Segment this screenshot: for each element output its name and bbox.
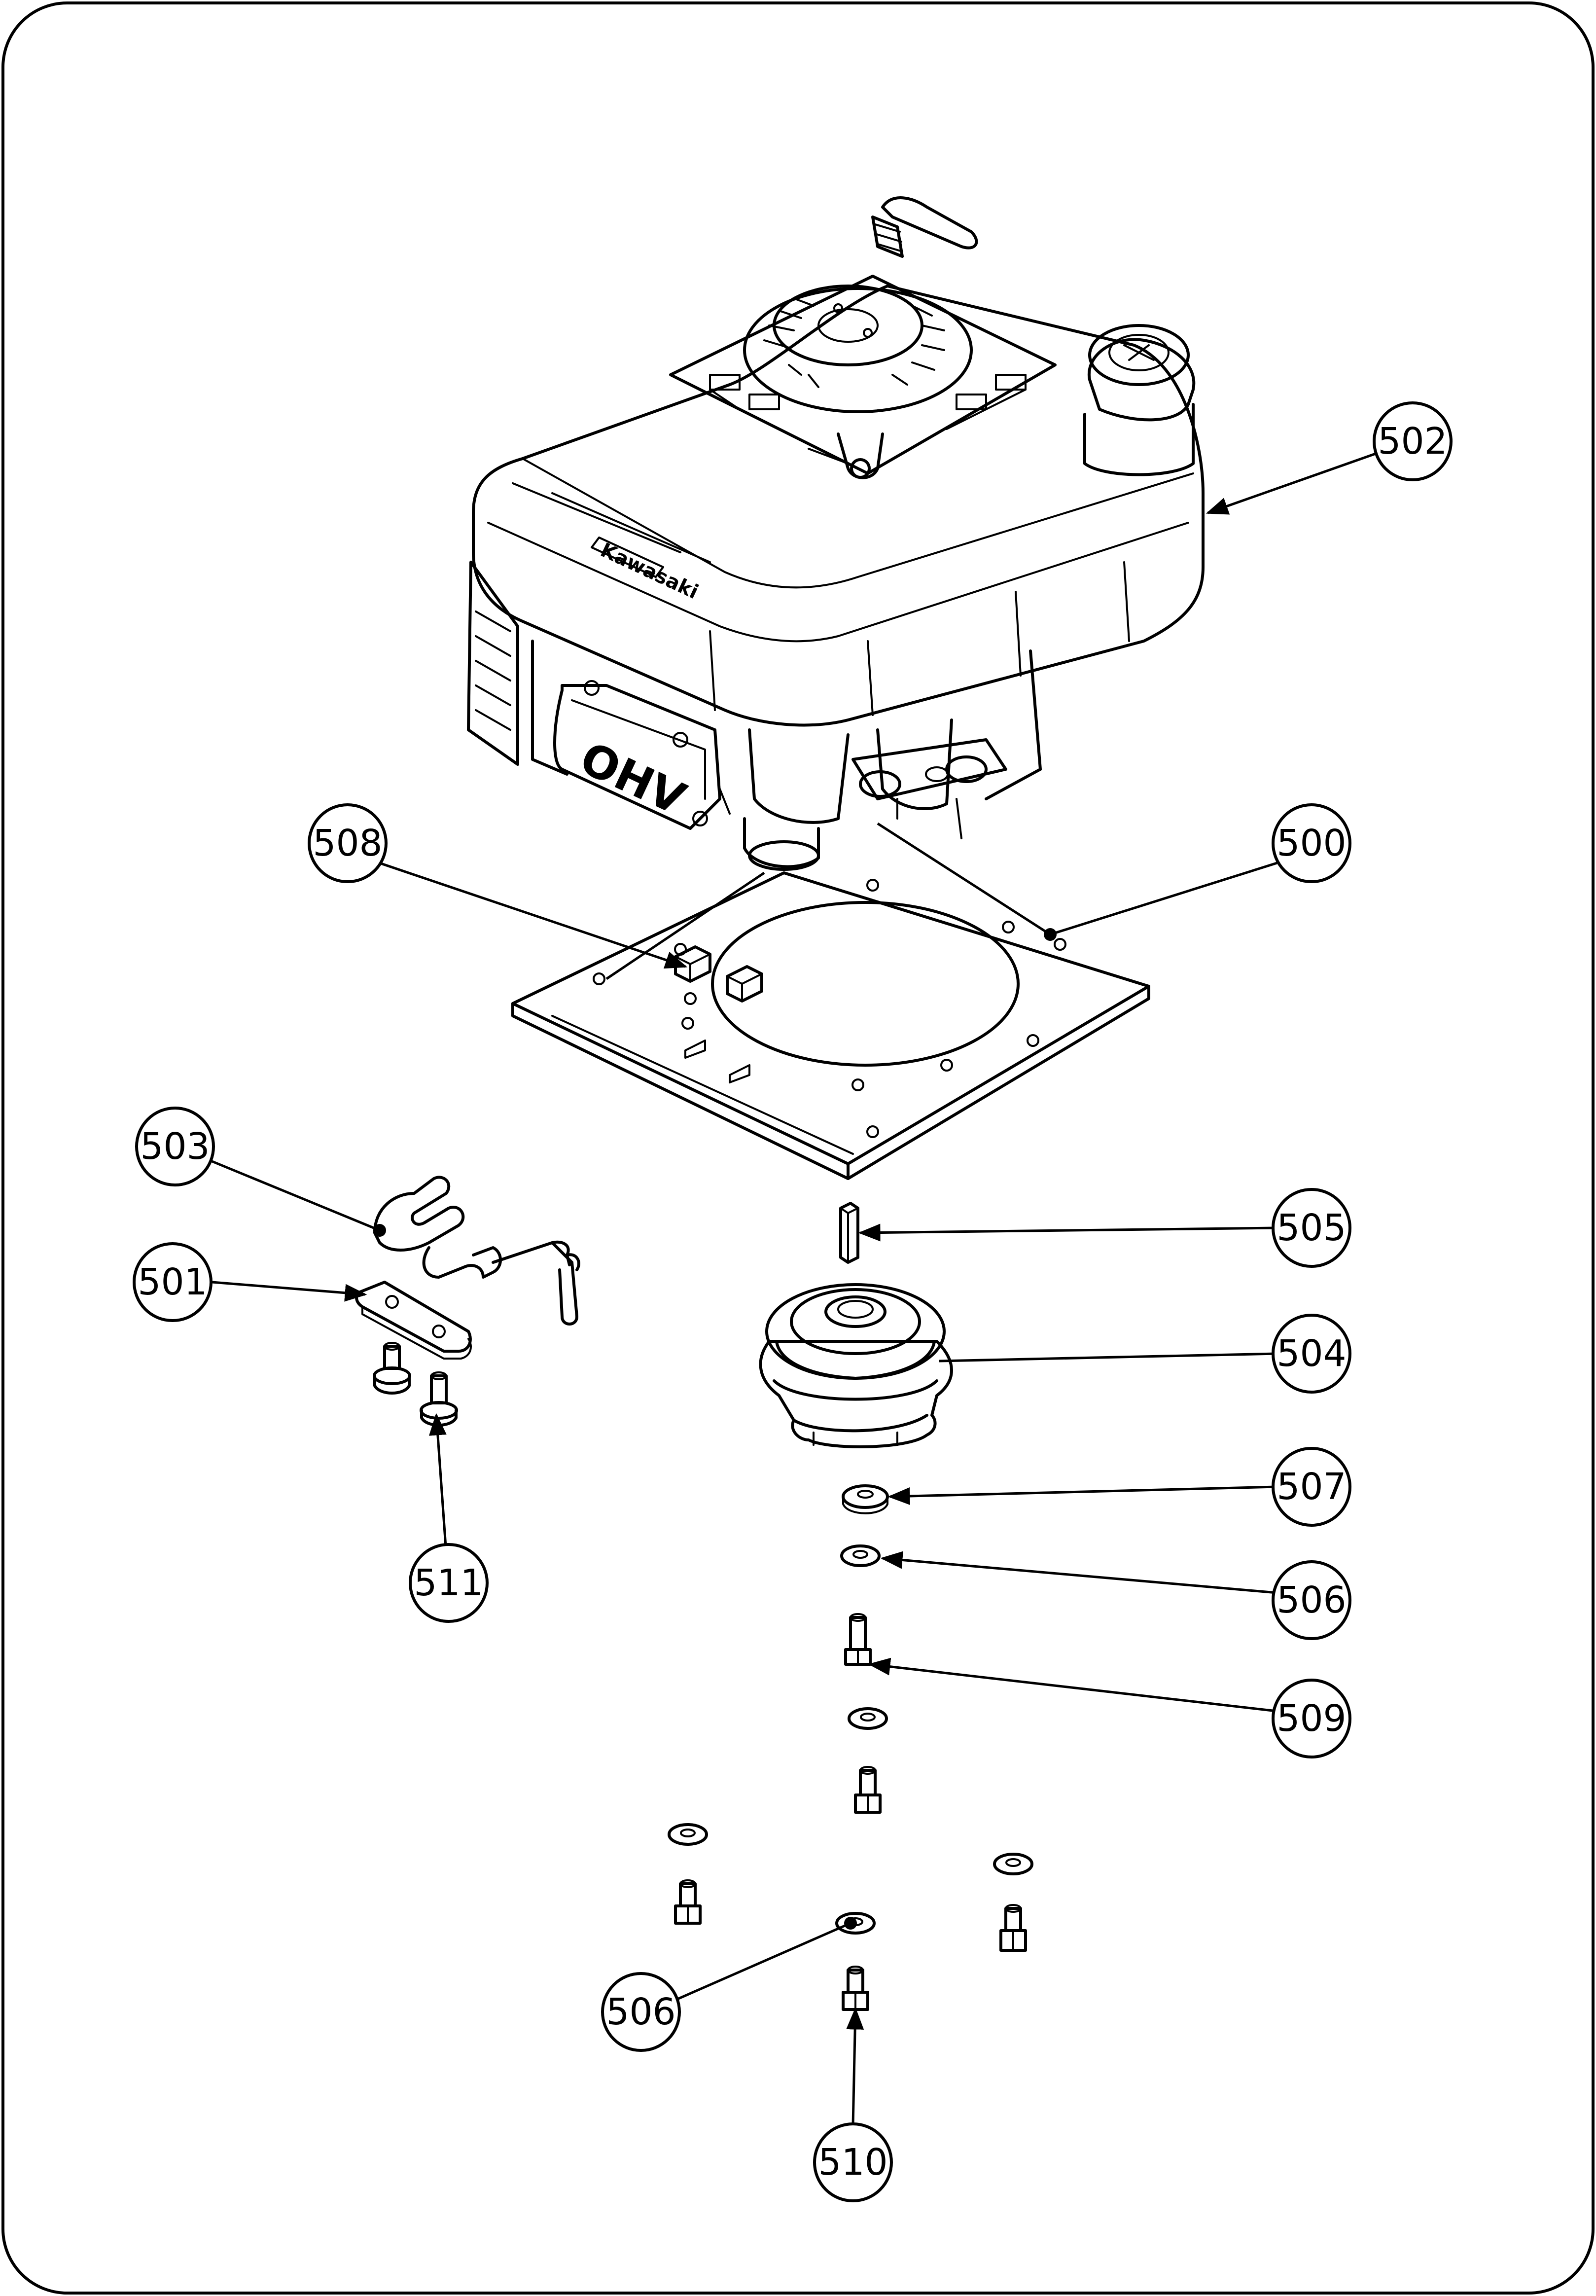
callout-506-lower: 506 [601, 1972, 681, 2052]
bolt-left [674, 1879, 702, 1925]
leader-dot-500 [1044, 928, 1057, 941]
mounting-bar-501 [355, 1281, 472, 1360]
callout-507: 507 [1272, 1447, 1351, 1527]
callout-508: 508 [308, 803, 388, 883]
callout-label-510: 510 [818, 2141, 887, 2184]
callout-label-508: 508 [313, 822, 382, 864]
engine-502: Kawasaki [467, 196, 1205, 871]
washer-506-upper [840, 1544, 881, 1567]
shaft-key-505 [839, 1202, 859, 1264]
washer-left [668, 1823, 708, 1846]
washer-middle [848, 1707, 888, 1730]
callout-label-503: 503 [140, 1125, 210, 1168]
callout-label-505: 505 [1277, 1207, 1346, 1249]
pulley-504 [759, 1283, 953, 1448]
control-rod-503 [373, 1176, 580, 1326]
leader-lines [212, 452, 1376, 2126]
mount-plate-500 [511, 871, 1150, 1180]
engine-crankcase: OHV [531, 640, 1042, 871]
callout-label-506-upper: 506 [1277, 1579, 1346, 1621]
washer-507 [842, 1484, 889, 1514]
fuel-cap [1083, 324, 1196, 476]
bolts-511 [373, 1342, 458, 1427]
callout-label-502: 502 [1378, 420, 1447, 463]
callout-label-511: 511 [414, 1562, 483, 1604]
callout-label-501: 501 [138, 1261, 207, 1303]
callout-510: 510 [813, 2122, 893, 2202]
callout-label-506-lower: 506 [606, 1991, 675, 2033]
bolt-509 [844, 1613, 872, 1666]
recoil-starter [669, 275, 1057, 479]
washer-right [993, 1853, 1033, 1875]
callout-509: 509 [1272, 1679, 1351, 1758]
bolt-510 [842, 1966, 869, 2011]
bolt-right [999, 1904, 1027, 1952]
callout-label-504: 504 [1277, 1332, 1346, 1375]
callout-label-500: 500 [1277, 822, 1346, 864]
bolt-middle [854, 1766, 882, 1814]
callout-506-upper: 506 [1272, 1560, 1351, 1640]
callout-501: 501 [133, 1242, 213, 1322]
callout-504: 504 [1272, 1314, 1351, 1394]
callout-502: 502 [1373, 401, 1453, 481]
callout-505: 505 [1272, 1188, 1351, 1268]
callout-503: 503 [135, 1107, 215, 1186]
leader-dot-506-lower [844, 1917, 857, 1930]
starter-handle [871, 196, 978, 258]
callout-500: 500 [1272, 803, 1351, 883]
leader-dot-503 [373, 1224, 386, 1237]
engine-ohv-label: OHV [572, 732, 693, 825]
engine-side-fins [467, 561, 519, 766]
callout-511: 511 [409, 1543, 489, 1623]
callout-label-507: 507 [1277, 1466, 1346, 1508]
callout-label-509: 509 [1277, 1697, 1346, 1740]
